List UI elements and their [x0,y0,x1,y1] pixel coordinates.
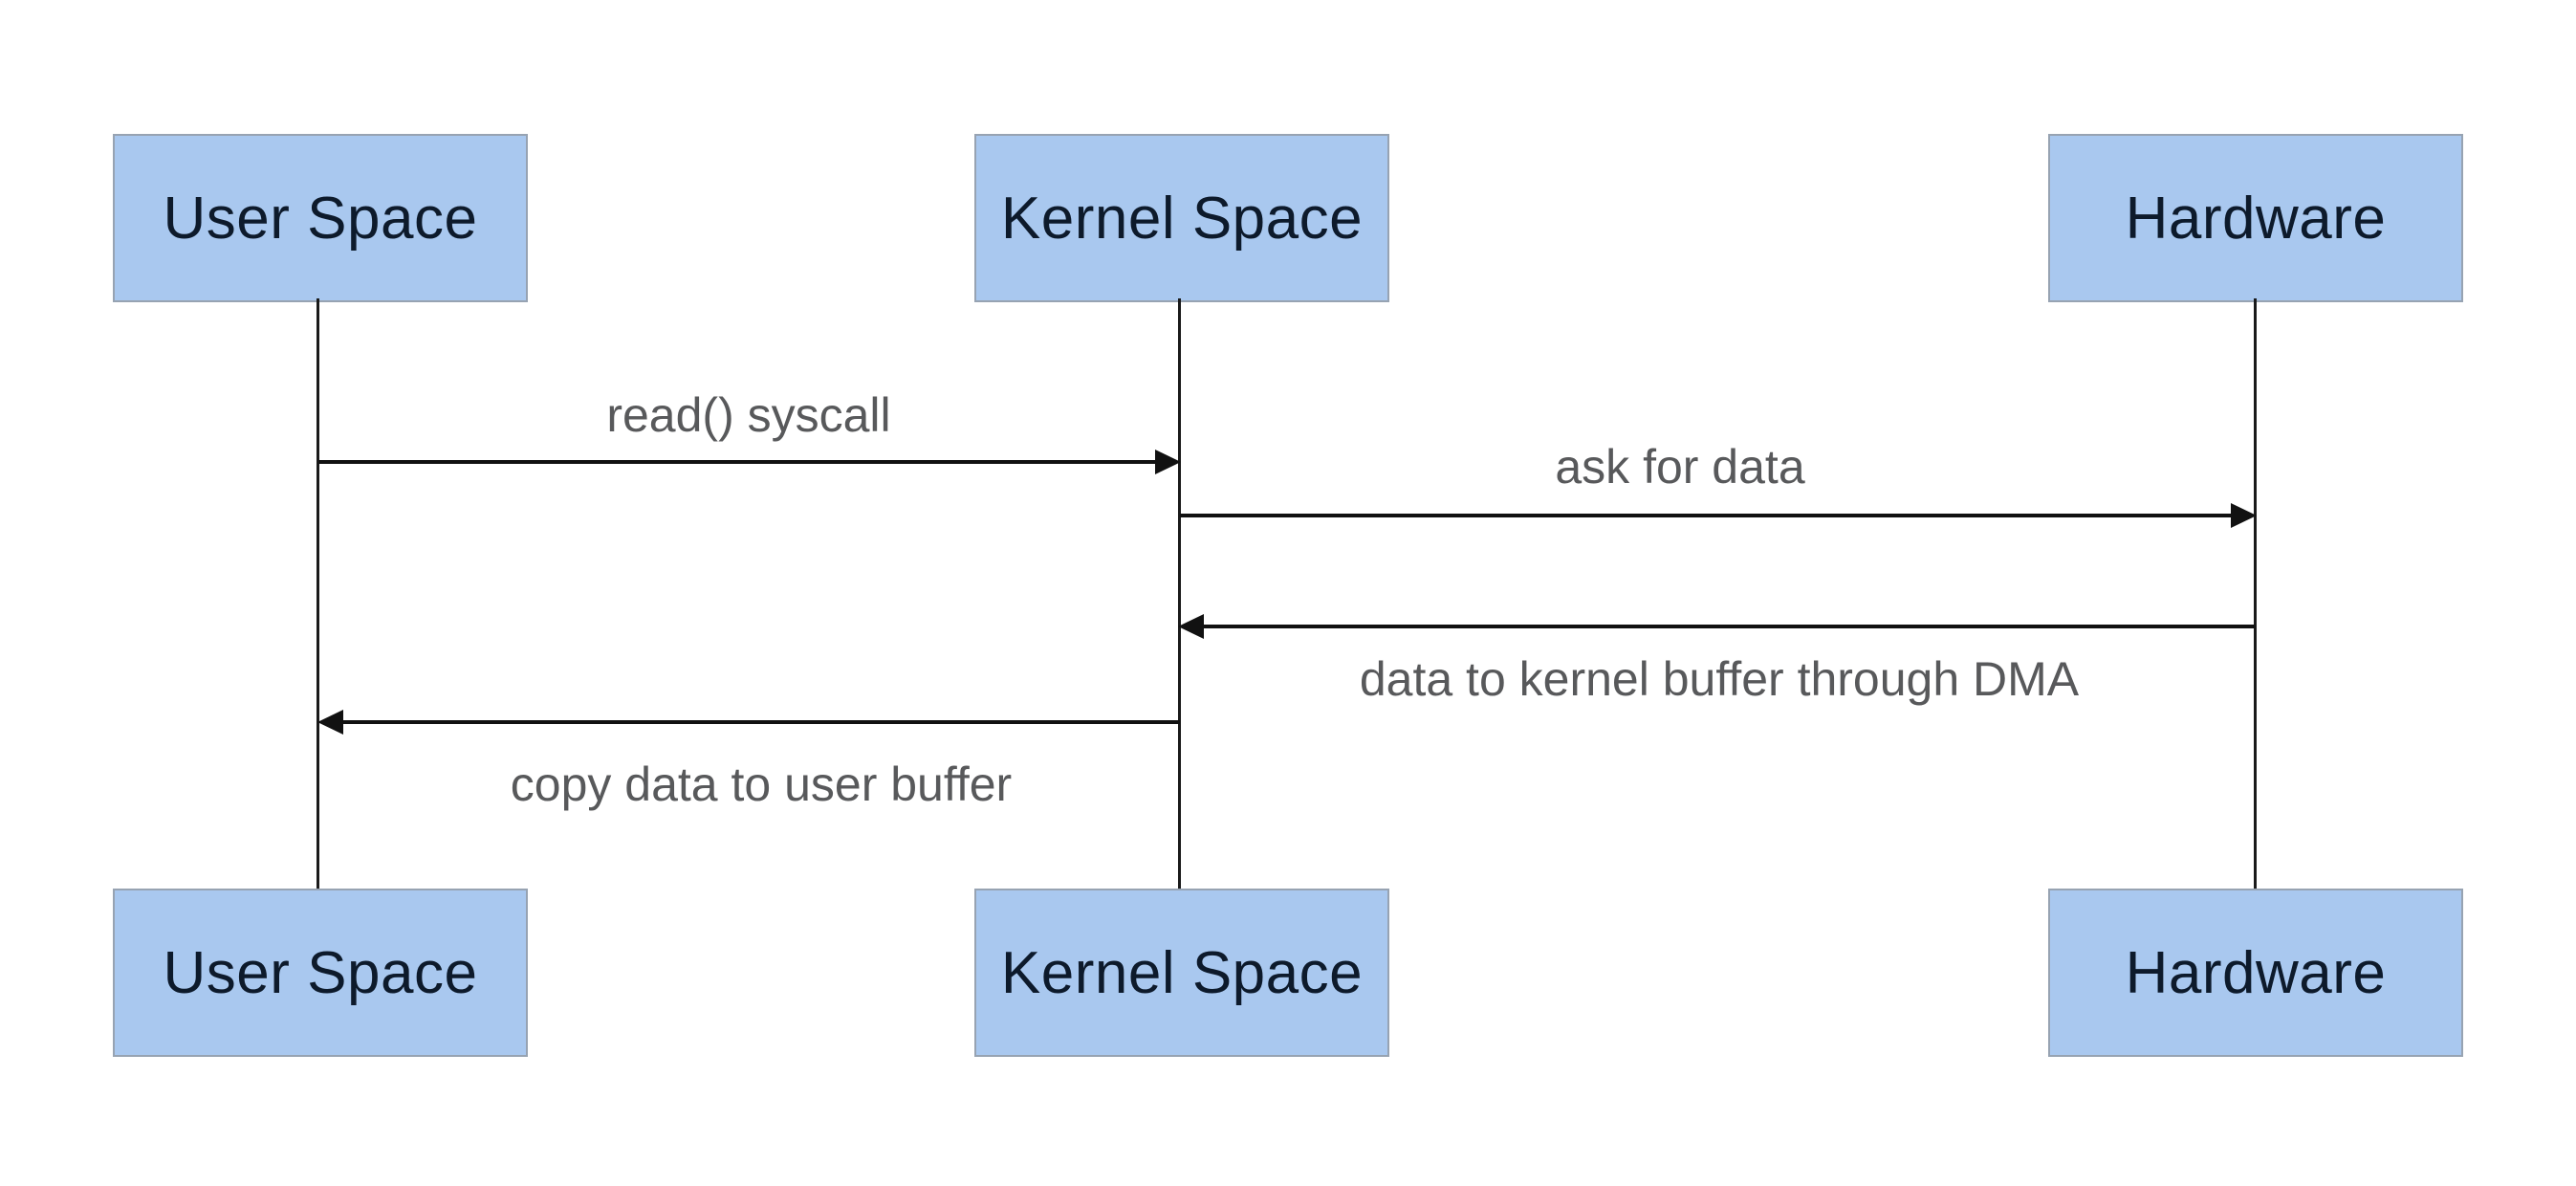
message-arrow-dma-transfer [1202,625,2255,628]
message-label-copy-to-user-buffer: copy data to user buffer [510,758,1013,811]
actor-label-user-space: User Space [163,939,478,1006]
actor-box-user-space-bottom: User Space [113,889,528,1057]
actor-box-kernel-space-top: Kernel Space [974,134,1389,302]
message-label-read-syscall: read() syscall [606,388,891,442]
actor-label-hardware: Hardware [2125,185,2387,252]
actor-label-hardware: Hardware [2125,939,2387,1006]
lifeline-user-space [317,298,319,889]
message-label-dma-transfer: data to kernel buffer through DMA [1359,652,2080,706]
actor-label-user-space: User Space [163,185,478,252]
lifeline-kernel-space [1178,298,1181,889]
actor-label-kernel-space: Kernel Space [1000,185,1364,252]
actor-box-user-space-top: User Space [113,134,528,302]
actor-label-kernel-space: Kernel Space [1000,939,1364,1006]
lifeline-hardware [2254,298,2257,889]
actor-box-hardware-top: Hardware [2048,134,2463,302]
actor-box-kernel-space-bottom: Kernel Space [974,889,1389,1057]
message-label-ask-for-data: ask for data [1555,440,1805,494]
actor-box-hardware-bottom: Hardware [2048,889,2463,1057]
message-arrow-ask-for-data [1180,514,2234,517]
arrowhead-left-icon [317,710,343,735]
message-arrow-read-syscall [318,460,1160,464]
arrowhead-right-icon [2231,503,2257,528]
arrowhead-right-icon [1155,450,1181,474]
message-arrow-copy-to-user-buffer [341,720,1180,724]
arrowhead-left-icon [1178,614,1204,639]
